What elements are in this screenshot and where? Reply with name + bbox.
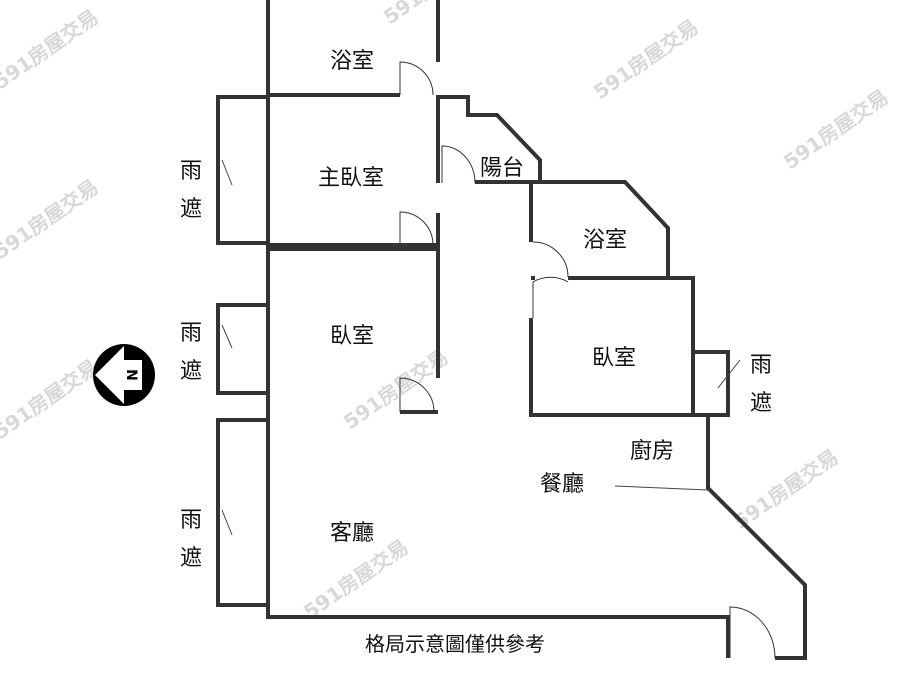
watermark: 591房屋交易 xyxy=(729,445,842,534)
compass-label: N xyxy=(123,369,139,381)
watermark: 591房屋交易 xyxy=(339,345,452,434)
label-dining: 餐廳 xyxy=(540,472,584,497)
compass-icon: N xyxy=(93,344,155,406)
label-rain-shelter: 遮 xyxy=(180,197,202,222)
watermark: 591房屋交易 xyxy=(299,535,412,624)
watermark: 591房屋交易 xyxy=(0,355,103,444)
doors xyxy=(221,61,776,659)
label-bedroom-left: 臥室 xyxy=(330,324,374,349)
label-kitchen: 廚房 xyxy=(630,439,674,464)
walls xyxy=(216,0,807,660)
watermark: 591房屋交易 xyxy=(779,85,892,174)
watermark: 591房屋交易 xyxy=(379,0,492,29)
label-bath-top: 浴室 xyxy=(330,49,374,74)
label-bedroom-right: 臥室 xyxy=(592,346,636,371)
door-bath-top xyxy=(399,61,434,96)
label-rain-shelter: 遮 xyxy=(750,391,772,416)
label-bath-right: 浴室 xyxy=(583,228,627,253)
label-living: 客廳 xyxy=(330,521,374,546)
watermark: 591房屋交易 xyxy=(0,175,103,264)
door-bedroom-left xyxy=(399,377,435,413)
label-rain-shelter: 雨 xyxy=(750,353,772,378)
label-rain-shelter: 遮 xyxy=(180,546,202,571)
label-rain-shelter: 雨 xyxy=(180,321,202,346)
door-bath-right xyxy=(532,241,569,278)
caption: 格局示意圖僅供參考 xyxy=(365,632,545,656)
label-rain-shelter: 雨 xyxy=(180,159,202,184)
door-bedroom-right xyxy=(532,276,569,318)
watermarks: 591房屋交易 591房屋交易 591房屋交易 591房屋交易 591房屋交易 … xyxy=(0,0,893,624)
watermark: 591房屋交易 xyxy=(589,15,702,104)
label-rain-shelter: 遮 xyxy=(180,359,202,384)
door-master-bedroom xyxy=(399,211,434,246)
room-labels: 浴室 主臥室 陽台 浴室 臥室 臥室 廚房 餐廳 客廳 雨 遮 雨 遮 雨 遮 … xyxy=(180,49,772,571)
door-entrance xyxy=(729,606,776,659)
label-master-bedroom: 主臥室 xyxy=(318,166,384,191)
watermark: 591房屋交易 xyxy=(0,5,103,94)
label-rain-shelter: 雨 xyxy=(180,508,202,533)
label-balcony: 陽台 xyxy=(480,156,524,181)
door-balcony xyxy=(441,145,476,184)
